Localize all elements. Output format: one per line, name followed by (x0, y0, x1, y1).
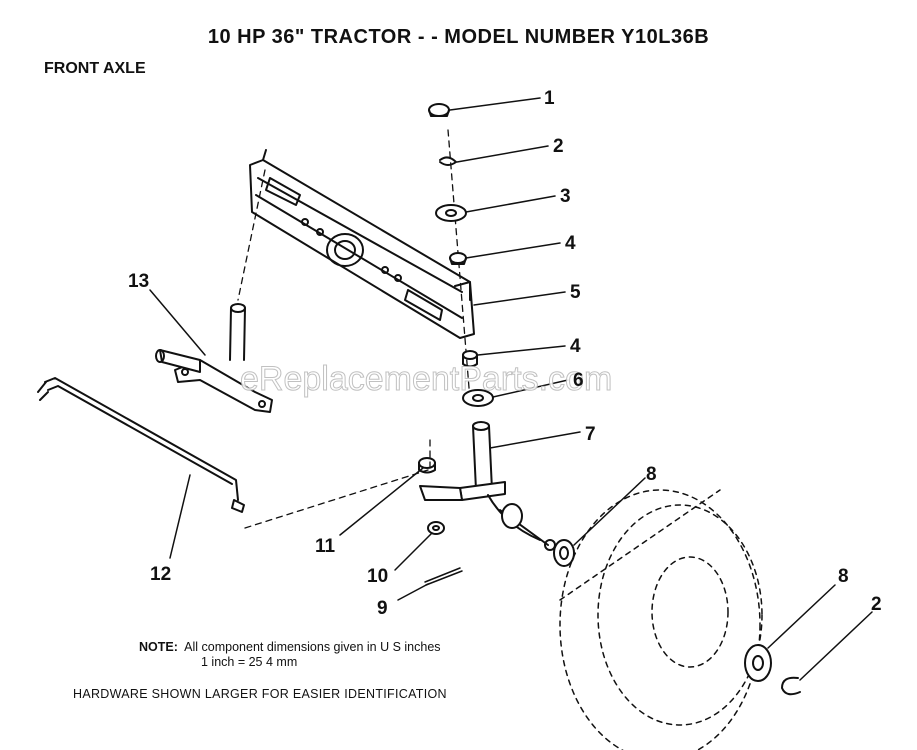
wheel (559, 489, 763, 750)
callout-2-outer: 2 (871, 594, 882, 615)
part-spindle-right (419, 421, 556, 551)
callout-13: 13 (128, 271, 149, 292)
part-bushing-top (449, 252, 467, 265)
part-washer-6 (462, 389, 494, 407)
callout-4-top: 4 (565, 233, 576, 254)
callout-1: 1 (544, 88, 555, 109)
callout-3: 3 (560, 186, 571, 207)
callout-2: 2 (553, 136, 564, 157)
part-cotter-pin (424, 567, 463, 586)
callout-7: 7 (585, 424, 596, 445)
callout-6: 6 (573, 370, 584, 391)
section-heading: FRONT AXLE (44, 60, 146, 77)
part-washer-3 (435, 204, 467, 222)
callout-4-bottom: 4 (570, 336, 581, 357)
part-clip (439, 156, 457, 166)
callout-9: 9 (377, 598, 388, 619)
part-washer-8-outer (744, 644, 772, 682)
part-washer-10 (427, 521, 445, 535)
callout-numbers: 1 2 3 4 5 4 6 7 8 11 10 9 12 13 8 2 (128, 88, 882, 619)
part-bushing-bottom (462, 350, 478, 368)
callout-8: 8 (646, 464, 657, 485)
callout-12: 12 (150, 564, 171, 585)
callout-11: 11 (315, 536, 336, 557)
callout-10: 10 (367, 566, 388, 587)
note-line-1: All component dimensions given in U S in… (184, 640, 441, 654)
page-title: 10 HP 36" TRACTOR - - MODEL NUMBER Y10L3… (207, 26, 710, 48)
part-washer-8 (553, 539, 575, 567)
callout-8-outer: 8 (838, 566, 849, 587)
hardware-note: HARDWARE SHOWN LARGER FOR EASIER IDENTIF… (73, 687, 447, 701)
axle-beam (249, 149, 475, 339)
part-tie-rod (37, 377, 245, 513)
dimension-note: NOTE: All component dimensions given in … (139, 640, 441, 670)
part-nut (418, 457, 436, 474)
part-spindle-left (155, 303, 273, 413)
callout-5: 5 (570, 282, 581, 303)
watermark: eReplacementParts.com (240, 360, 612, 398)
note-line-2: 1 inch = 25 4 mm (201, 655, 298, 669)
part-cap (428, 103, 450, 117)
note-label: NOTE: (139, 640, 178, 654)
part-clip-outer (781, 676, 801, 696)
